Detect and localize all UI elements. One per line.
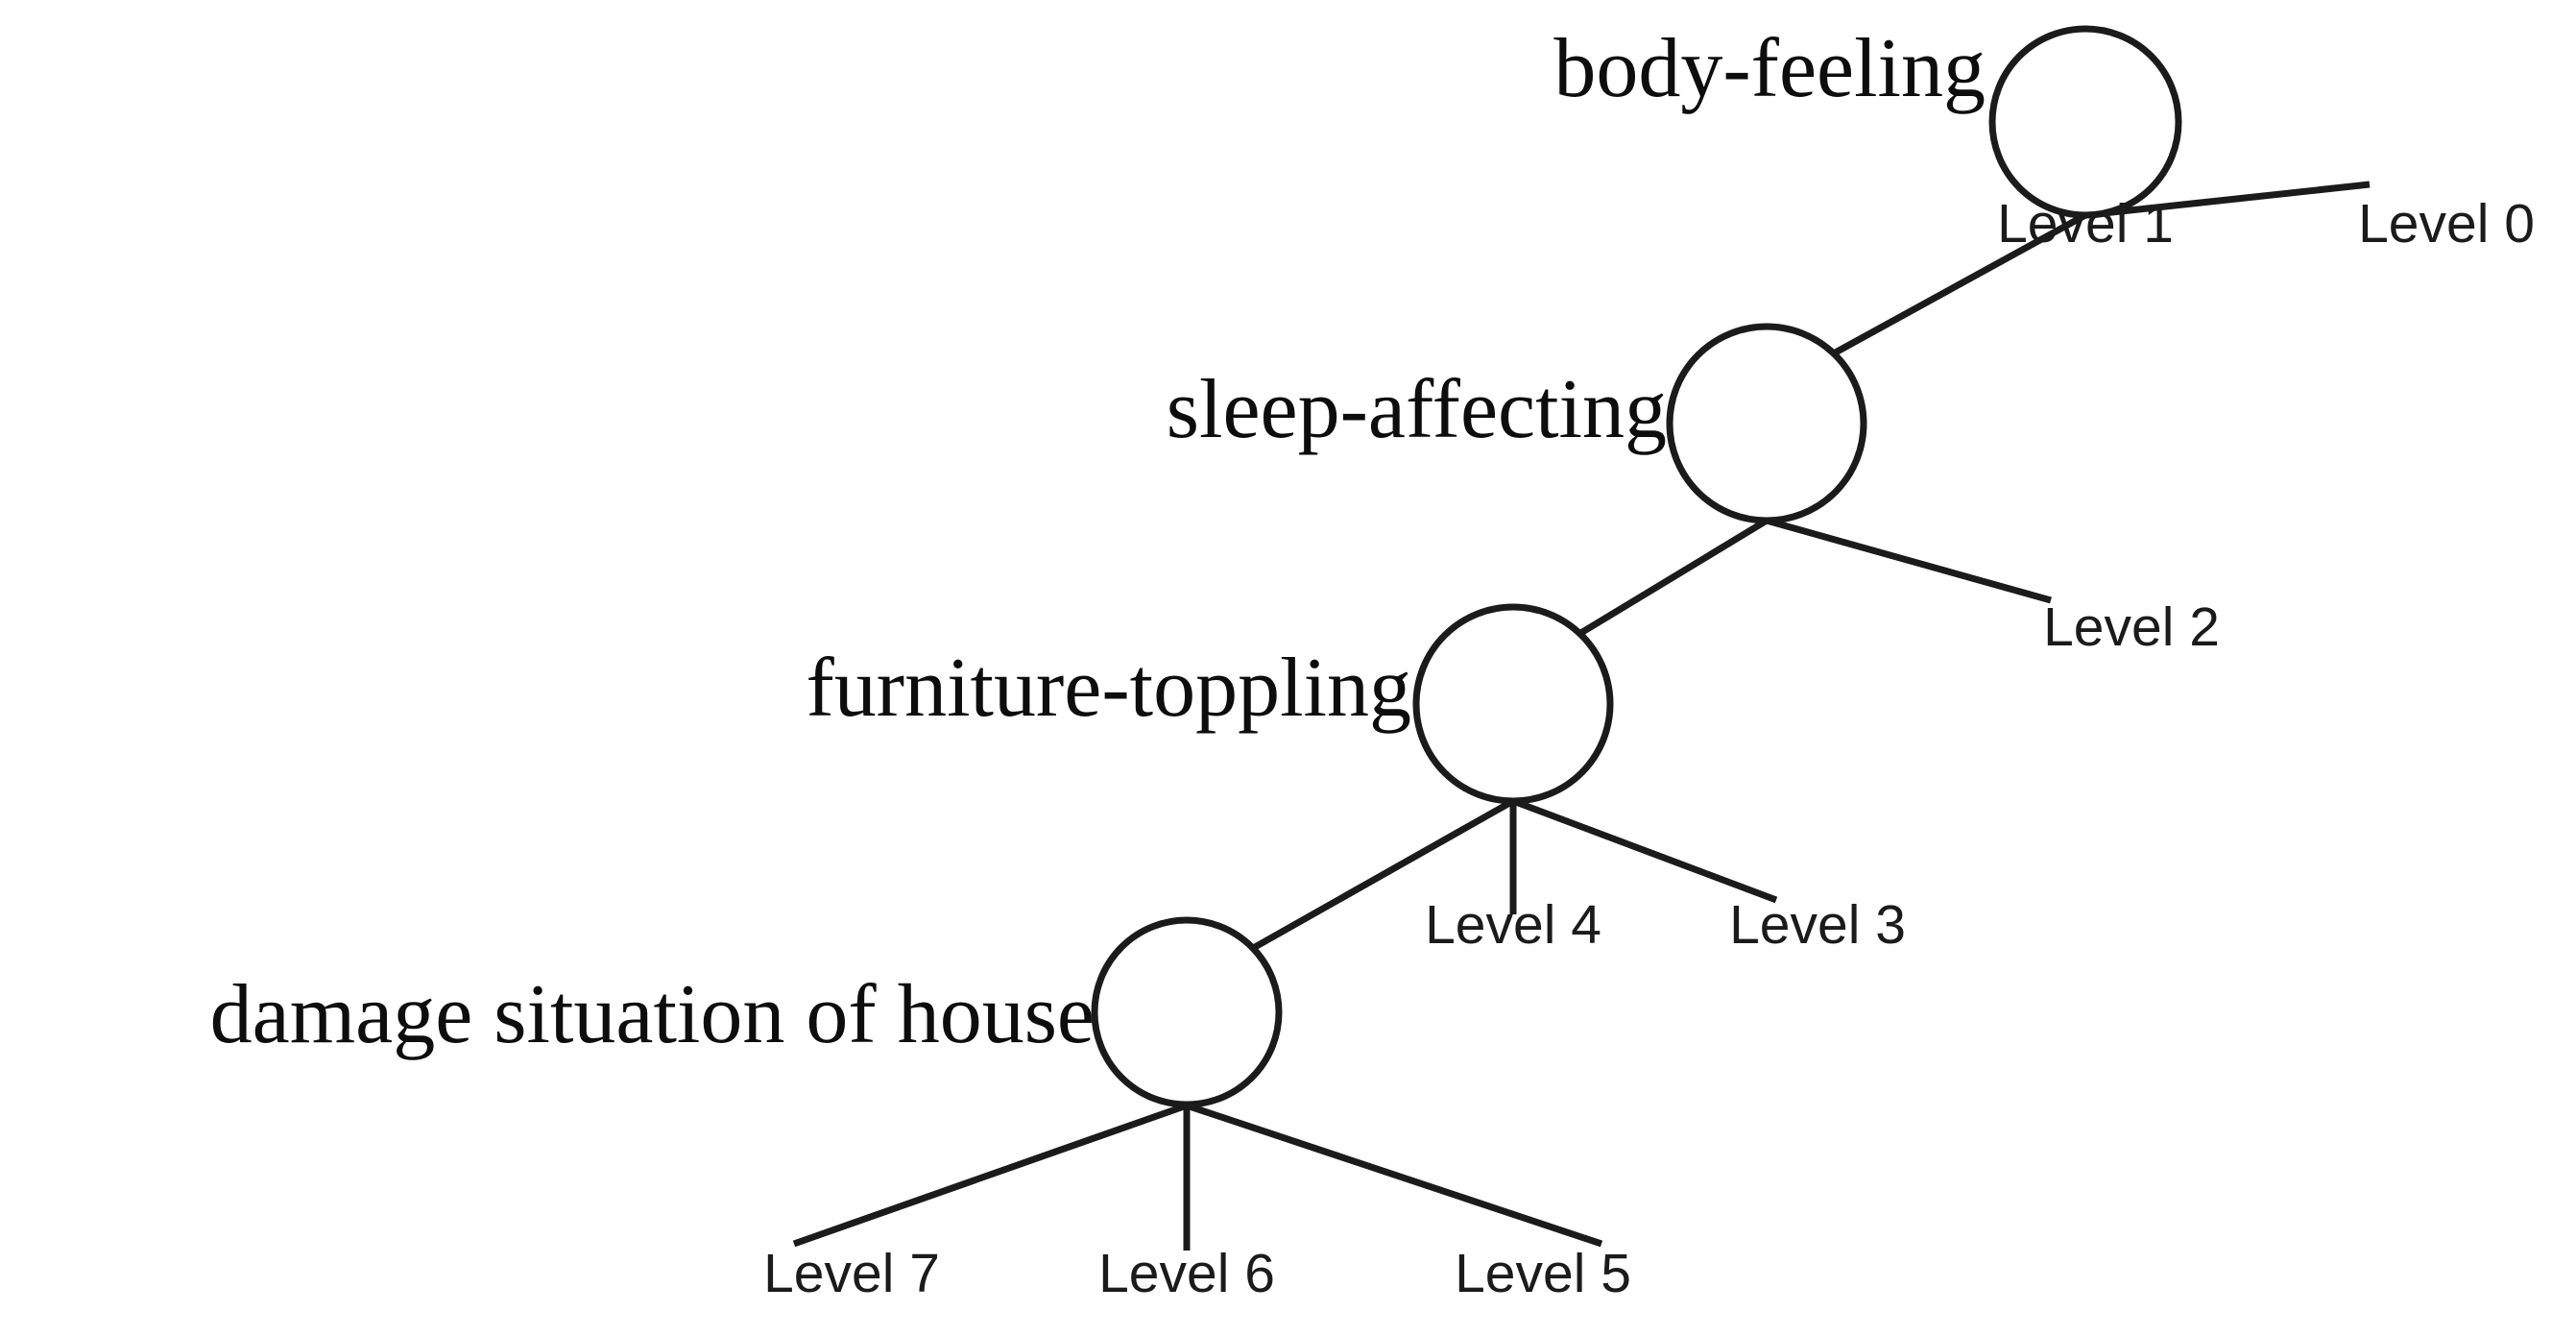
- node-label-furniture-toppling: furniture-toppling: [806, 642, 1411, 735]
- stem-level-2: [1766, 517, 2052, 604]
- edge-body-feeling-to-sleep-affecting: [1830, 211, 2087, 358]
- stem-level-5: [1185, 1102, 1603, 1248]
- stem-level-3: [1511, 797, 1778, 904]
- node-label-damage-situation-of-house: damage situation of house: [210, 968, 1095, 1061]
- node-body-feeling-circle[interactable]: [1988, 25, 2182, 219]
- leaf-label-level-2: Level 2: [2043, 596, 2220, 658]
- leaf-label-level-1: Level 1: [1997, 193, 2174, 255]
- leaf-label-level-6: Level 6: [1098, 1243, 1275, 1304]
- leaf-label-level-0: Level 0: [2358, 193, 2535, 255]
- node-sleep-affecting-circle[interactable]: [1666, 323, 1867, 524]
- stem-level-7: [792, 1102, 1189, 1248]
- node-label-body-feeling: body-feeling: [1553, 22, 1986, 115]
- leaf-label-level-4: Level 4: [1425, 894, 1601, 956]
- node-label-sleep-affecting: sleep-affecting: [1167, 363, 1667, 456]
- node-damage-situation-circle[interactable]: [1091, 916, 1283, 1108]
- leaf-label-level-7: Level 7: [763, 1243, 940, 1304]
- leaf-label-level-3: Level 3: [1729, 894, 1906, 956]
- stem-level-0: [2084, 181, 2371, 219]
- node-furniture-toppling-circle[interactable]: [1412, 603, 1614, 805]
- edge-sleep-affecting-to-furniture-toppling: [1573, 518, 1769, 640]
- leaf-label-level-5: Level 5: [1455, 1243, 1631, 1304]
- edge-furniture-toppling-to-damage-situation: [1246, 797, 1515, 955]
